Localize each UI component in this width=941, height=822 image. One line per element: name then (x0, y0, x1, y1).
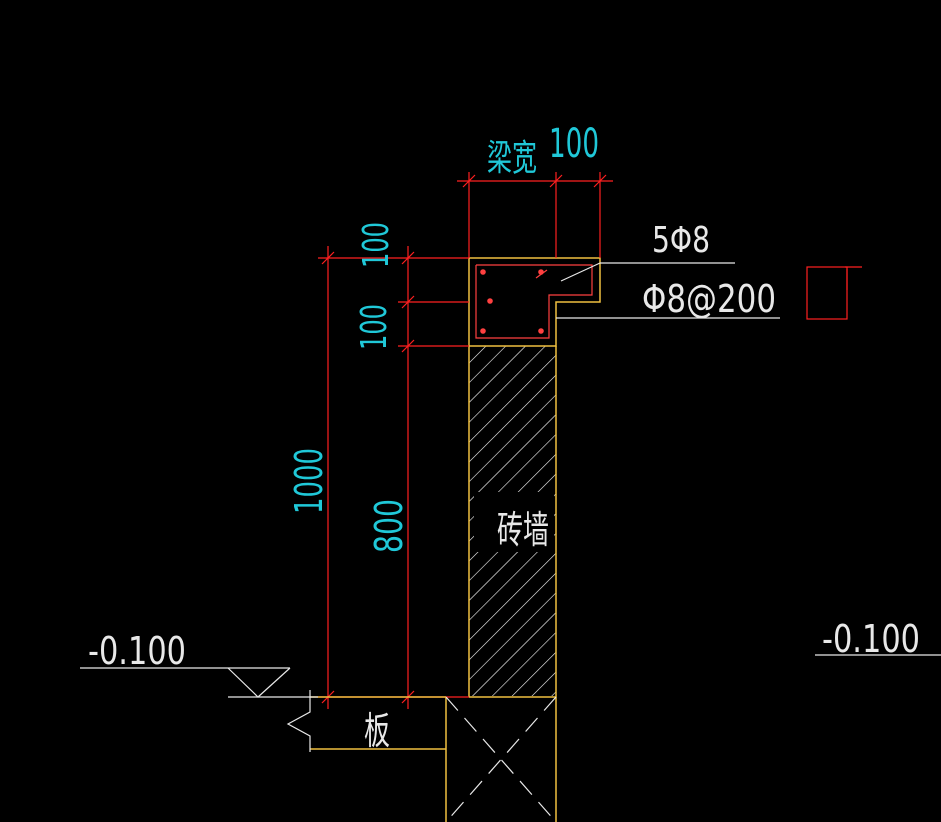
dim-100-top: 100 (549, 121, 599, 167)
brick-wall (468, 346, 557, 697)
beam-width-label: 梁宽 (487, 138, 537, 179)
rebar-long-label: 5Φ8 (652, 220, 710, 261)
top-dimension (457, 172, 613, 258)
rebar-stirrup-label: Φ8@200 (642, 277, 776, 321)
elevation-right-label: -0.100 (822, 617, 920, 661)
dim-800: 800 (367, 499, 411, 553)
elevation-mark-left (80, 667, 318, 698)
foundation (445, 696, 557, 822)
brick-wall-label: 砖墙 (497, 508, 549, 552)
dim-100-a: 100 (356, 222, 397, 268)
slab-label: 板 (364, 709, 390, 753)
elevation-left-label: -0.100 (88, 629, 186, 673)
stirrup (475, 264, 593, 339)
rebar-leaders (556, 262, 780, 319)
slab (286, 690, 446, 752)
dim-100-b: 100 (354, 304, 395, 350)
foundation-cross (445, 696, 557, 822)
stirrup-shape-icon (806, 266, 862, 320)
dim-1000: 1000 (287, 448, 331, 514)
